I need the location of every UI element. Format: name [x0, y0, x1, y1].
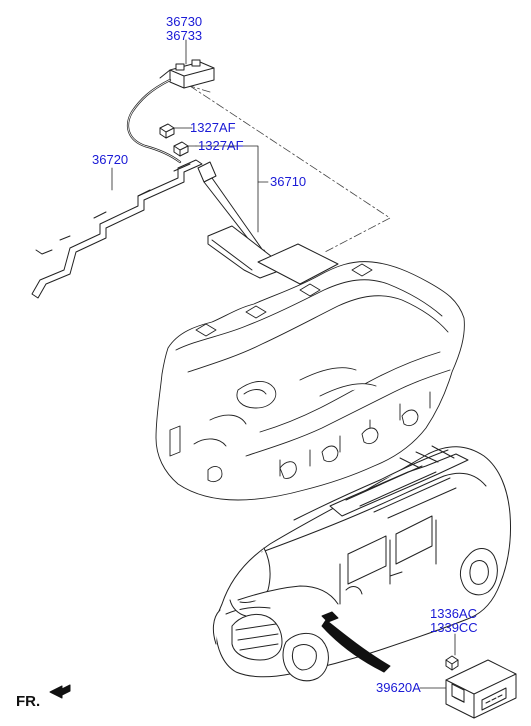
connector-36730 — [159, 59, 215, 89]
bolt-1336ac — [445, 655, 459, 671]
front-arrow-icon — [49, 684, 71, 699]
clip-1327af-b — [173, 141, 189, 157]
clip-1327af-a — [159, 123, 175, 139]
vehicle-van — [212, 445, 511, 682]
unit-39620a — [445, 659, 517, 719]
guide-dashdot — [189, 85, 391, 253]
wiring-cable — [127, 78, 182, 164]
engine-head — [155, 261, 465, 501]
front-marker-label: FR. — [16, 693, 41, 710]
callout-39620a[interactable]: 39620A — [376, 680, 421, 695]
wiring-cable-inner — [127, 79, 181, 163]
callout-1336ac[interactable]: 1336AC — [430, 606, 477, 621]
callout-36720[interactable]: 36720 — [92, 152, 129, 167]
callout-1339cc[interactable]: 1339CC — [430, 620, 478, 635]
callout-1327af-upper[interactable]: 1327AF — [190, 120, 236, 135]
callout-36730[interactable]: 36730 — [166, 14, 203, 29]
callout-36710[interactable]: 36710 — [270, 174, 307, 189]
bracket-36720 — [31, 159, 203, 299]
mount-plate — [207, 225, 339, 285]
callout-36733[interactable]: 36733 — [166, 28, 203, 43]
location-pointer — [321, 611, 391, 673]
callout-1327af-lower[interactable]: 1327AF — [198, 138, 244, 153]
